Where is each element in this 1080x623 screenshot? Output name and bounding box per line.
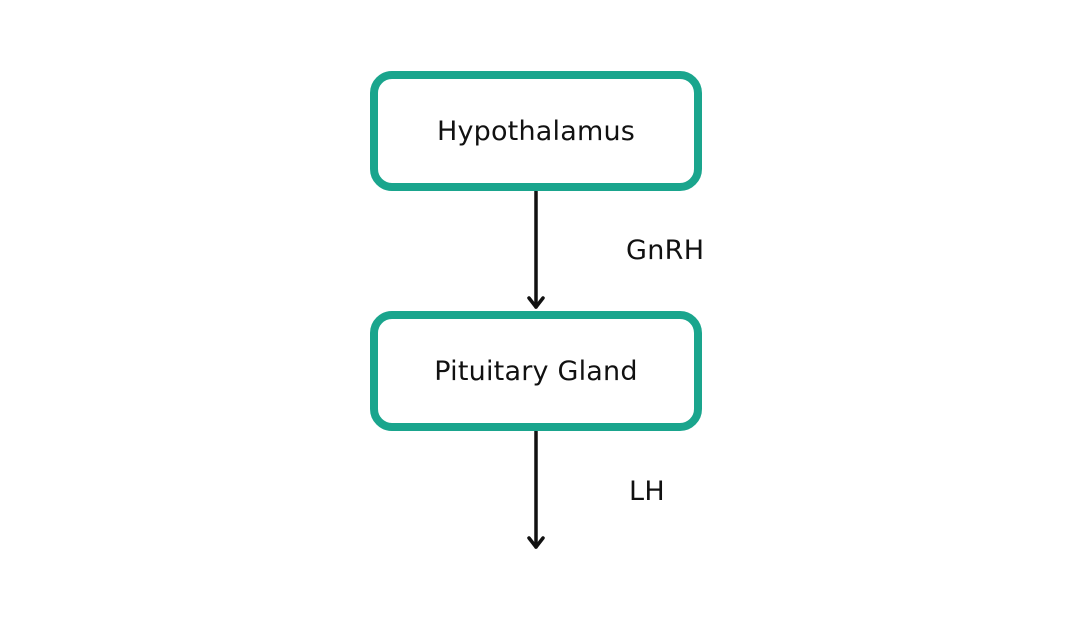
arrowhead-pituitary-output bbox=[527, 536, 545, 549]
pituitary-gland-label: Pituitary Gland bbox=[434, 355, 638, 387]
lh-label: LH bbox=[629, 476, 665, 507]
pituitary-gland-node: Pituitary Gland bbox=[370, 311, 702, 431]
hypothalamus-label: Hypothalamus bbox=[436, 115, 636, 147]
hypothalamus-node: Hypothalamus bbox=[370, 71, 702, 191]
gnrh-label: GnRH bbox=[626, 235, 705, 266]
arrowhead-hypothalamus-to-pituitary bbox=[527, 296, 545, 309]
